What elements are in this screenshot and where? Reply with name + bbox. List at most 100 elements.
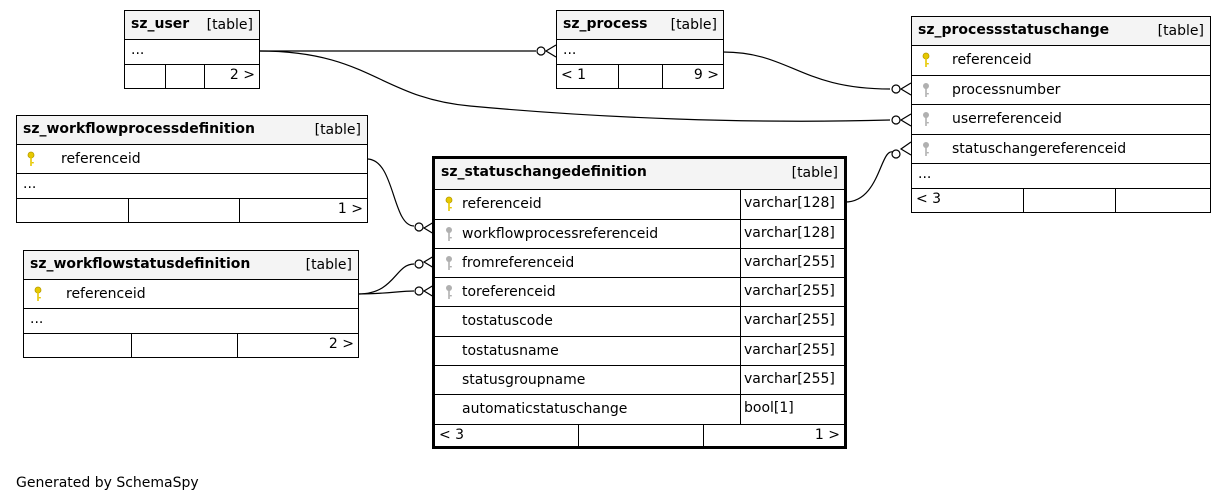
table-name: sz_process [563, 16, 648, 32]
column-name: statusgroupname [462, 372, 586, 388]
next-relationships[interactable]: 1 > [814, 427, 840, 443]
next-relationships[interactable]: 1 > [337, 201, 363, 217]
ellipsis-row: ... [125, 40, 259, 65]
relationship-nav-row: 1 > [17, 199, 367, 222]
column-type: varchar[255] [740, 337, 835, 365]
table-header: sz_workflowstatusdefinition [table] [24, 251, 358, 280]
optional-marker-statuschangereferenceid [891, 149, 901, 159]
relationship-nav-row: 2 > [24, 334, 358, 357]
ellipsis-row: ... [557, 40, 723, 65]
ellipsis-row: ... [912, 164, 1210, 189]
table-header: sz_statuschangedefinition [table] [435, 159, 844, 190]
column-row: referenceid varchar[128] [435, 190, 844, 220]
column-name: statuschangereferenceid [952, 141, 1127, 157]
foreign-key-icon [923, 142, 929, 156]
relationship-nav-row: < 1 9 > [557, 65, 723, 88]
optional-marker-processnumber [891, 84, 901, 94]
column-row: workflowprocessreferenceid varchar[128] [435, 220, 844, 249]
column-type: varchar[128] [740, 190, 835, 219]
optional-marker-userreferenceid [891, 115, 901, 125]
table-sz-workflowprocessdefinition[interactable]: sz_workflowprocessdefinition [table] ref… [16, 115, 368, 223]
table-header: sz_workflowprocessdefinition [table] [17, 116, 367, 145]
prev-relationships[interactable]: < 3 [916, 191, 942, 207]
column-row: statusgroupname varchar[255] [435, 366, 844, 395]
foreign-key-icon [923, 83, 929, 97]
foreign-key-icon [446, 256, 452, 270]
table-header: sz_processstatuschange [table] [912, 17, 1210, 46]
edge-process-processnumber [722, 51, 891, 90]
column-row: automaticstatuschange bool[1] [435, 395, 844, 425]
optional-marker-workflowprocessreferenceid [414, 222, 424, 232]
column-name: workflowprocessreferenceid [462, 226, 659, 242]
edge-workflowstatus-to [357, 290, 415, 295]
table-type: [table] [791, 165, 838, 181]
primary-key-icon [34, 286, 42, 301]
column-type: varchar[128] [740, 220, 835, 248]
crowfoot-toreferenceid [422, 284, 435, 298]
column-row: referenceid [912, 46, 1210, 76]
next-relationships[interactable]: 9 > [693, 67, 719, 83]
generator-credit: Generated by SchemaSpy [16, 475, 199, 491]
table-type: [table] [305, 257, 352, 273]
table-name: sz_statuschangedefinition [441, 164, 647, 180]
crowfoot-statuschangereferenceid [899, 141, 912, 156]
table-header: sz_process [table] [557, 11, 723, 40]
next-relationships[interactable]: 2 > [328, 336, 354, 352]
edge-workflowprocess [366, 158, 415, 227]
column-name: processnumber [952, 82, 1061, 98]
ellipsis-row: ... [17, 174, 367, 199]
crowfoot-process [544, 44, 557, 58]
foreign-key-icon [446, 227, 452, 241]
column-name: userreferenceid [952, 111, 1062, 127]
crowfoot-userreferenceid [899, 113, 912, 127]
edge-workflowstatus-from [357, 263, 415, 295]
table-name: sz_workflowstatusdefinition [30, 256, 251, 272]
table-sz-statuschangedefinition[interactable]: sz_statuschangedefinition [table] refere… [432, 156, 847, 449]
column-type: varchar[255] [740, 249, 835, 277]
column-name: automaticstatuschange [462, 401, 628, 417]
crowfoot-fromreferenceid [422, 255, 435, 269]
optional-marker-process [536, 46, 546, 56]
table-name: sz_processstatuschange [918, 22, 1110, 38]
column-name: referenceid [952, 52, 1032, 68]
prev-relationships[interactable]: < 3 [439, 427, 465, 443]
prev-relationships[interactable]: < 1 [561, 67, 587, 83]
optional-marker-toreferenceid [414, 286, 424, 296]
table-type: [table] [1157, 23, 1204, 39]
column-row: userreferenceid [912, 105, 1210, 135]
column-row: processnumber [912, 76, 1210, 105]
table-sz-process[interactable]: sz_process [table] ... < 1 9 > [556, 10, 724, 89]
table-sz-workflowstatusdefinition[interactable]: sz_workflowstatusdefinition [table] refe… [23, 250, 359, 358]
table-header: sz_user [table] [125, 11, 259, 40]
column-row: tostatuscode varchar[255] [435, 307, 844, 337]
column-type: varchar[255] [740, 366, 835, 394]
crowfoot-workflowprocessreferenceid [422, 221, 435, 235]
next-relationships[interactable]: 2 > [229, 67, 255, 83]
primary-key-icon [922, 52, 930, 67]
crowfoot-processnumber [899, 82, 912, 96]
optional-marker-fromreferenceid [414, 259, 424, 269]
relationship-nav-row: < 3 [912, 189, 1210, 212]
primary-key-icon [27, 151, 35, 166]
edge-statuschange-reference [844, 151, 894, 203]
primary-key-icon [445, 196, 453, 211]
column-name: referenceid [61, 151, 141, 167]
column-name: toreferenceid [462, 284, 556, 300]
column-name: referenceid [462, 196, 542, 212]
table-name: sz_user [131, 16, 190, 32]
column-row: referenceid [24, 280, 358, 309]
ellipsis-row: ... [24, 309, 358, 334]
table-name: sz_workflowprocessdefinition [23, 121, 255, 137]
edge-user-userreferenceid [258, 50, 891, 122]
relationship-nav-row: 2 > [125, 65, 259, 88]
column-row: fromreferenceid varchar[255] [435, 249, 844, 278]
column-type: varchar[255] [740, 307, 835, 336]
table-sz-processstatuschange[interactable]: sz_processstatuschange [table] reference… [911, 16, 1211, 213]
column-name: tostatuscode [462, 313, 553, 329]
table-type: [table] [670, 17, 717, 33]
table-sz-user[interactable]: sz_user [table] ... 2 > [124, 10, 260, 89]
column-name: referenceid [66, 286, 146, 302]
column-type: bool[1] [740, 395, 794, 424]
table-type: [table] [206, 17, 253, 33]
